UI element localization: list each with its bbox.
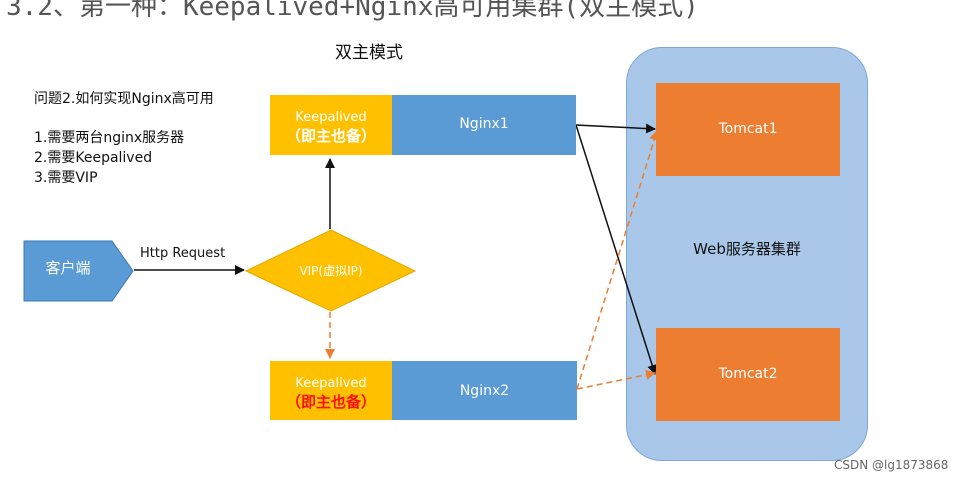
http-request-label: Http Request [140, 246, 226, 261]
nginx1-label: Nginx1 [459, 116, 509, 132]
requirement-item: 2.需要Keepalived [34, 150, 153, 166]
tomcat1-label: Tomcat1 [718, 121, 778, 137]
nginx2-label: Nginx2 [459, 383, 510, 399]
page-title: 3.2、第一种：Keepalived+Nginx高可用集群(双主模式) [6, 0, 699, 22]
vip-label: VIP(虚拟IP) [299, 264, 363, 278]
keepalived-master-box: Keepalived （即主也备） [270, 95, 392, 155]
keepalived-backup-box: Keepalived （即主也备） [270, 361, 392, 420]
keepalived-label: Keepalived [295, 376, 367, 391]
nginx1-to-tomcat1-arrow [575, 123, 656, 134]
nginx2-box: Nginx2 [392, 361, 577, 420]
role-label: （即主也备） [285, 127, 376, 145]
cluster-label: Web服务器集群 [693, 240, 801, 258]
question-text: 问题2.如何实现Nginx高可用 [34, 91, 214, 107]
tomcat2-label: Tomcat2 [718, 366, 778, 382]
keepalived-label: Keepalived [295, 110, 367, 125]
watermark: CSDN @lg1873868 [834, 458, 949, 472]
tomcat1-box: Tomcat1 [656, 83, 840, 176]
diagram-title: 双主模式 [335, 43, 403, 63]
client-label: 客户端 [45, 259, 91, 277]
nginx1-box: Nginx1 [392, 95, 576, 155]
client-shape [23, 240, 134, 302]
nginx2-to-tomcat2-arrow [576, 369, 656, 390]
nginx1-to-tomcat2-arrow [575, 124, 658, 375]
vip-diamond [244, 229, 417, 312]
requirement-item: 1.需要两台nginx服务器 [34, 130, 185, 146]
role-label-highlight: （即主也备） [285, 393, 376, 411]
tomcat2-box: Tomcat2 [656, 328, 840, 421]
requirements-list: 1.需要两台nginx服务器 2.需要Keepalived 3.需要VIP [34, 128, 184, 188]
requirement-item: 3.需要VIP [34, 170, 98, 186]
nginx2-to-tomcat1-arrow [576, 130, 660, 390]
